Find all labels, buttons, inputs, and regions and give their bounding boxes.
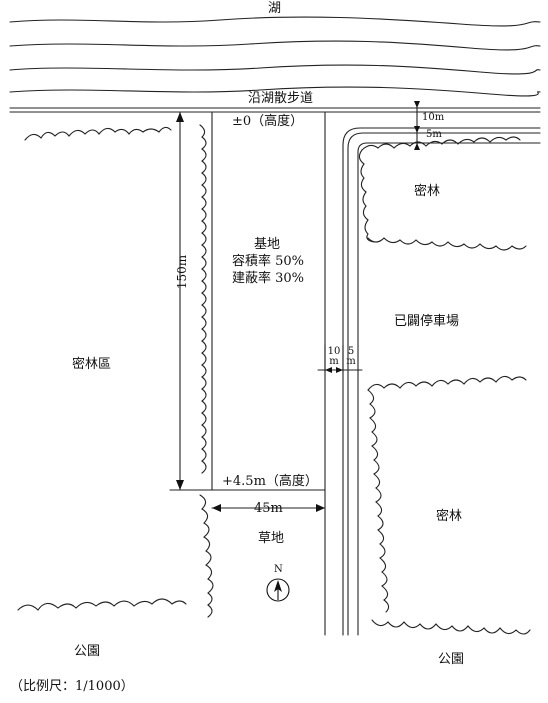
parking-label: 已闢停車場 [394, 314, 460, 329]
north-arrow-icon [266, 578, 290, 602]
width-dimension-label: 45m [254, 501, 283, 516]
arrow-head [325, 367, 332, 373]
promenade-label: 沿湖散步道 [248, 91, 314, 106]
forest-bottom-right-label: 密林 [436, 509, 463, 524]
road-width-10-unit: m [329, 356, 339, 367]
forest-top-right-label: 密林 [414, 184, 441, 199]
arrow-head [212, 504, 221, 512]
road-width-5-value: 5 [347, 346, 355, 357]
road-edge [347, 132, 541, 636]
forest-edge [367, 389, 390, 613]
forest-edge [358, 149, 375, 243]
forest-edge [367, 375, 527, 391]
building-coverage-ratio: 建蔽率 30% [232, 271, 305, 286]
arrow-head [316, 504, 325, 512]
road-width-5-unit: m [346, 356, 356, 367]
elevation-top-label: ±0（高度） [232, 114, 304, 129]
grass-label: 草地 [258, 531, 285, 546]
forest-edge [199, 124, 207, 474]
lake-wave-line [9, 40, 541, 51]
forest-edge [371, 619, 531, 635]
road-width-10m: 10 m [327, 347, 341, 367]
forest-edge [361, 136, 521, 151]
site-label: 基地 [254, 237, 281, 252]
floor-area-ratio: 容積率 50% [232, 254, 305, 269]
park-left-label: 公園 [74, 644, 101, 659]
forest-edge [17, 598, 187, 611]
dimension-10m-label: 10m [422, 112, 445, 123]
scale-label: （比例尺：1/1000） [10, 679, 134, 694]
forest-edge [199, 494, 214, 618]
road-edge [342, 127, 541, 636]
road-edge [357, 142, 541, 636]
arrow-head [414, 101, 420, 108]
dimension-5m-label: 5m [426, 129, 442, 140]
park-right-label: 公園 [438, 652, 465, 667]
arrow-head [176, 112, 184, 122]
road-width-5m: 5 m [345, 347, 357, 367]
road-width-10-value: 10 [327, 346, 341, 357]
arrow-head [414, 143, 420, 150]
forest-edge [24, 126, 172, 141]
length-dimension-label: 150m [175, 254, 190, 290]
elevation-bottom-label: +4.5m（高度） [222, 474, 318, 489]
forest-left-label: 密林區 [72, 357, 112, 372]
lake-wave-line [9, 64, 541, 75]
lake-wave-line [9, 86, 541, 97]
arrow-head [176, 480, 184, 490]
arrow-head [414, 126, 420, 133]
arrow-head [336, 367, 343, 373]
north-label: N [274, 564, 283, 575]
forest-edge [367, 237, 527, 251]
lake-label: 湖 [268, 1, 282, 16]
lake-wave-line [9, 16, 541, 27]
